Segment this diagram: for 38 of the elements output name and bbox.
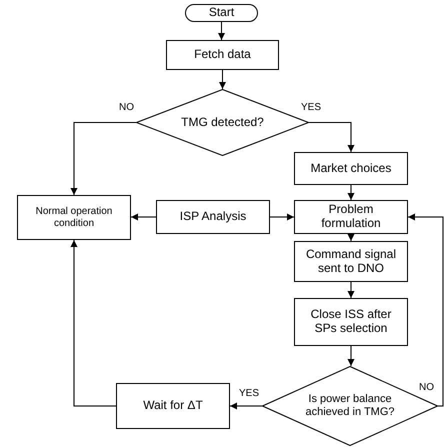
arrow (130, 214, 156, 220)
process-box (294, 200, 408, 234)
arrow (348, 184, 354, 200)
arrow (408, 214, 444, 406)
arrow (230, 402, 262, 410)
process-box (156, 200, 270, 234)
node-text: ISP Analysis (178, 210, 248, 224)
node-text: Fetch data (193, 48, 252, 62)
edge-label: YES (238, 389, 260, 399)
process-box (116, 383, 230, 429)
node-text: Close ISS after SPs selection (310, 308, 392, 336)
process-box (17, 195, 131, 240)
node-text: Command signal sent to DNO (304, 248, 398, 276)
arrow (270, 214, 294, 220)
edge-label: NO (418, 383, 435, 393)
node-text: Wait for ΔT (142, 399, 204, 413)
arrow (348, 346, 354, 366)
arrow (70, 240, 116, 406)
node-text: Normal operation condition (34, 206, 114, 229)
node-text: TMG detected? (180, 116, 265, 130)
node-text: Start (208, 6, 236, 20)
process-box (294, 152, 408, 185)
process-box (294, 241, 408, 282)
arrow (308, 122, 354, 152)
edge-label: NO (118, 103, 135, 113)
node-text: Market choices (310, 162, 392, 176)
process-box (166, 40, 279, 70)
node-text: Problem formulation (320, 203, 382, 231)
arrow (348, 234, 354, 242)
start-terminal (185, 4, 258, 22)
arrow (70, 122, 136, 196)
node-text: Is power balance achieved in TMG? (304, 393, 396, 419)
arrow (348, 282, 354, 298)
arrow (218, 22, 225, 40)
edge-label: YES (300, 103, 322, 113)
arrow (219, 70, 226, 90)
process-box (294, 298, 408, 346)
decision-diamond (262, 366, 438, 446)
